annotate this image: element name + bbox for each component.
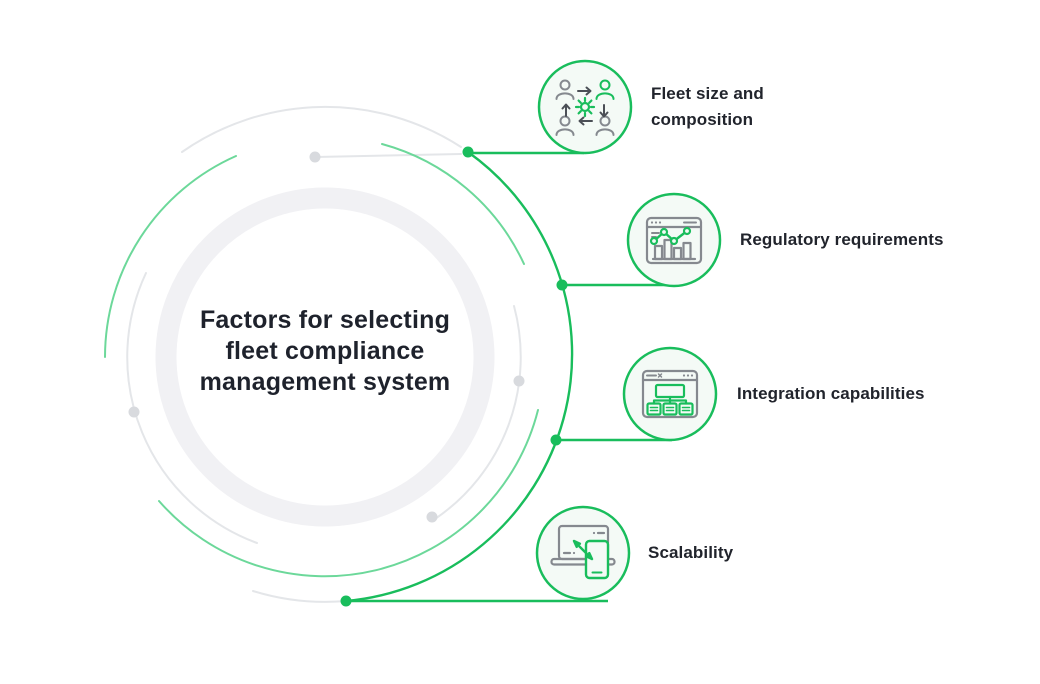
green-arc-upper-right	[381, 143, 525, 265]
phone	[584, 539, 610, 580]
team-cycle-icon	[555, 79, 615, 136]
analytics-browser-icon	[645, 216, 703, 265]
arrow-down	[599, 104, 609, 118]
gray-arc-top	[181, 105, 462, 153]
gray-arc-left	[126, 272, 258, 544]
browser-dots	[682, 374, 694, 377]
person-green	[595, 79, 615, 100]
browser-window	[641, 369, 699, 419]
label-line: Integration capabilities	[737, 384, 925, 403]
connector-dot-3	[550, 434, 562, 446]
connector-dot-4	[340, 595, 352, 607]
gear-icon	[574, 96, 596, 118]
label-line: composition	[651, 110, 754, 129]
browser-dots	[650, 221, 662, 224]
arrow-left	[578, 116, 593, 126]
gray-dots	[128, 151, 525, 523]
bar-chart	[651, 238, 697, 261]
item-label-fleet-size: Fleet size and composition	[651, 81, 764, 133]
item-label-regulatory: Regulatory requirements	[740, 227, 944, 253]
gray-dot	[426, 511, 438, 523]
cycle-arrows	[561, 86, 609, 126]
browser-marks	[646, 373, 663, 378]
page-title: Factors for selecting fleet compliance m…	[140, 305, 510, 398]
item-label-integration: Integration capabilities	[737, 381, 925, 407]
center-ring	[155, 187, 495, 527]
connector-dot-1	[462, 146, 474, 158]
arrow-right	[577, 86, 592, 96]
laptop-dots	[572, 531, 596, 555]
gray-dot	[309, 151, 321, 163]
green-dots	[340, 146, 568, 607]
scale-arrow	[572, 539, 594, 561]
devices-scale-icon	[550, 524, 616, 580]
browser-window	[645, 216, 703, 265]
light-green-decor-arcs	[104, 143, 539, 578]
laptop	[550, 524, 616, 566]
green-arc-bottom	[158, 409, 539, 578]
title-line: fleet compliance	[225, 337, 425, 365]
icon-circles	[535, 59, 722, 601]
label-line: Fleet size and	[651, 84, 764, 103]
label-line: Scalability	[648, 543, 734, 562]
connector-dot-2	[556, 279, 568, 291]
sitemap-browser-icon	[641, 369, 699, 419]
icon-circle-integration	[622, 346, 718, 442]
connector-lines	[346, 151, 676, 603]
gray-dot	[128, 406, 140, 418]
icon-circle-fleet-size	[537, 59, 633, 155]
item-label-scalability: Scalability	[648, 540, 733, 566]
line-chart	[649, 226, 692, 246]
gray-dot	[513, 375, 525, 387]
title-line: Factors for selecting	[199, 306, 451, 334]
label-line: Regulatory requirements	[740, 230, 944, 249]
title-line: management system	[199, 368, 451, 396]
icon-circle-scalability	[535, 505, 631, 601]
arrow-up	[561, 103, 571, 117]
gray-line-top	[315, 153, 462, 158]
gray-decor-arcs	[126, 105, 522, 603]
gray-arc-right	[434, 305, 522, 520]
gray-arc-bottom	[252, 590, 347, 603]
green-arc-upper-left	[104, 155, 237, 358]
main-green-arc	[344, 150, 574, 603]
sitemap-tree	[646, 383, 694, 416]
